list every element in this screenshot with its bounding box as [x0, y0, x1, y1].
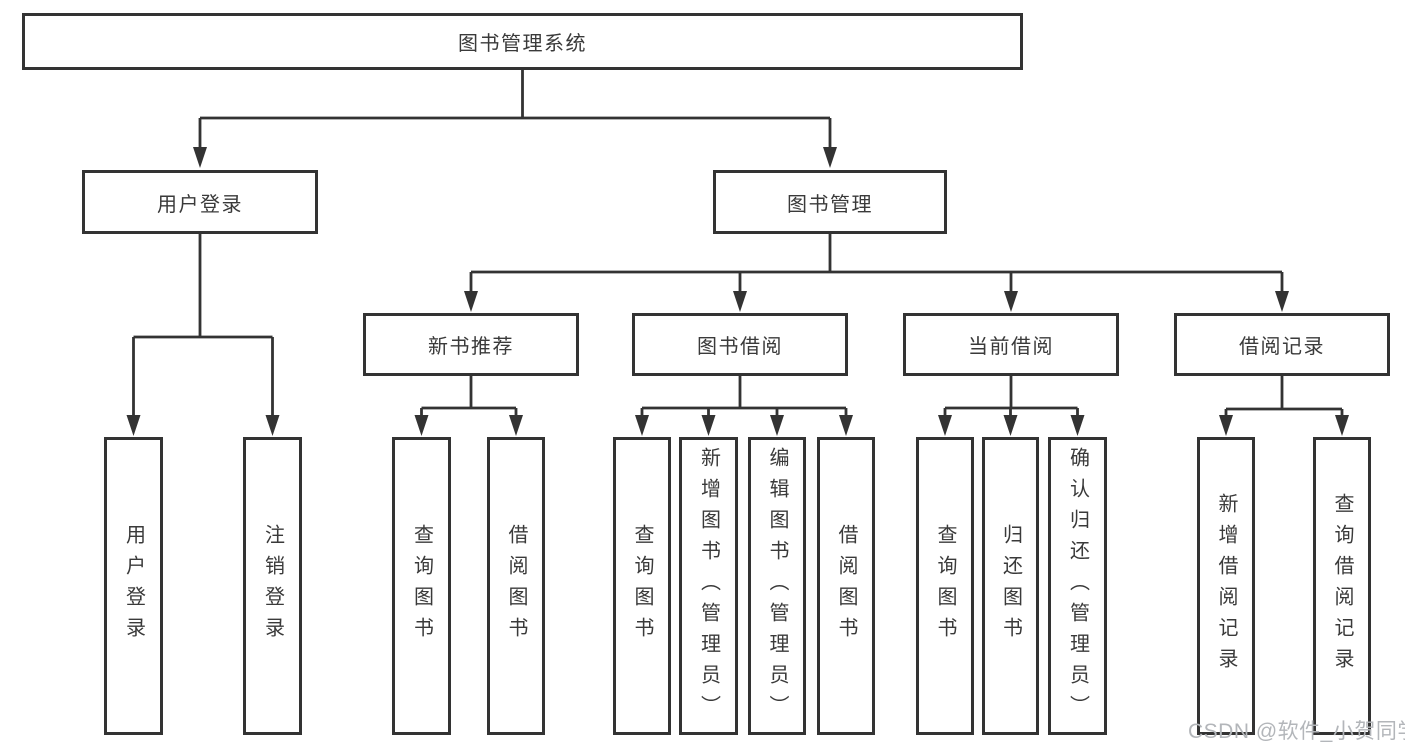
leaf-add-borrow-record: 新增借阅记录	[1197, 437, 1255, 735]
leaf-borrow-book-recommend: 借阅图书	[487, 437, 545, 735]
node-current-borrow: 当前借阅	[903, 313, 1119, 376]
leaf-label: 借阅图书	[835, 524, 857, 648]
leaf-label: 确认归还（管理员）	[1066, 446, 1089, 726]
node-borrow-record: 借阅记录	[1174, 313, 1390, 376]
node-book-management: 图书管理	[713, 170, 947, 234]
leaf-return-book: 归还图书	[982, 437, 1039, 735]
leaf-label: 查询图书	[631, 524, 653, 648]
leaf-query-book-current: 查询图书	[916, 437, 974, 735]
leaf-label: 新增借阅记录	[1215, 493, 1237, 679]
leaf-confirm-return-admin: 确认归还（管理员）	[1048, 437, 1107, 735]
leaf-label: 新增图书（管理员）	[697, 446, 720, 726]
node-user-login: 用户登录	[82, 170, 318, 234]
node-library-system: 图书管理系统	[22, 13, 1023, 70]
leaf-add-book-admin: 新增图书（管理员）	[679, 437, 738, 735]
leaf-label: 查询借阅记录	[1331, 493, 1353, 679]
leaf-label: 查询图书	[410, 524, 433, 648]
leaf-label: 借阅图书	[505, 524, 527, 648]
csdn-watermark: CSDN @软件_小贺同学	[1188, 720, 1405, 743]
node-label: 当前借阅	[968, 336, 1054, 358]
leaf-borrow-book: 借阅图书	[817, 437, 875, 735]
leaf-label: 用户登录	[122, 524, 145, 648]
leaf-label: 归还图书	[999, 524, 1022, 648]
node-label: 图书管理系统	[458, 33, 587, 55]
node-label: 图书管理	[787, 193, 873, 216]
node-new-book-recommend: 新书推荐	[363, 313, 579, 376]
node-label: 借阅记录	[1239, 336, 1325, 358]
leaf-logout: 注销登录	[243, 437, 302, 735]
leaf-label: 查询图书	[934, 524, 956, 648]
node-label: 新书推荐	[428, 336, 514, 358]
leaf-query-book-borrow: 查询图书	[613, 437, 671, 735]
leaf-query-book-recommend: 查询图书	[392, 437, 451, 735]
leaf-query-borrow-record: 查询借阅记录	[1313, 437, 1371, 735]
node-label: 用户登录	[157, 193, 243, 216]
leaf-label: 注销登录	[261, 524, 284, 648]
leaf-label: 编辑图书（管理员）	[766, 446, 788, 726]
leaf-user-login: 用户登录	[104, 437, 163, 735]
leaf-edit-book-admin: 编辑图书（管理员）	[748, 437, 806, 735]
node-label: 图书借阅	[697, 336, 783, 358]
node-book-borrow: 图书借阅	[632, 313, 848, 376]
